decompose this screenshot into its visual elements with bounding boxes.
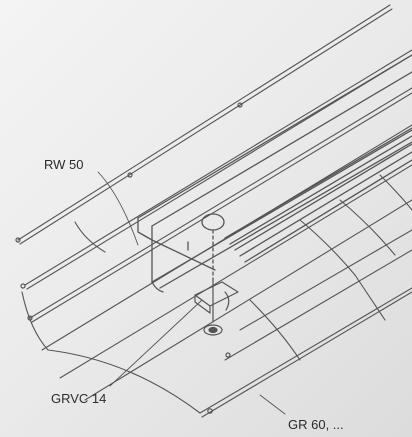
wire-9 (239, 229, 412, 331)
wire-7 (199, 287, 412, 414)
leader-grvc14 (109, 299, 203, 387)
channel-hole (201, 213, 225, 231)
channel-ridge-2 (229, 135, 412, 245)
channel-top-left (137, 54, 412, 219)
cross-wires (21, 174, 412, 414)
leader-rw50 (97, 171, 139, 246)
longitudinal-wires (17, 4, 412, 418)
channel-profile (137, 54, 412, 293)
clamp-plate (194, 281, 239, 307)
wire-1-inner (19, 8, 393, 245)
label-gr60: GR 60, ... (288, 417, 344, 432)
channel-edge (151, 281, 164, 293)
channel-ridge-3 (234, 143, 412, 251)
wire-5 (59, 164, 412, 379)
leader-gr60 (259, 394, 286, 415)
channel-ridge-4 (239, 151, 412, 257)
cross-wire-4 (339, 199, 396, 256)
cross-wire-2 (74, 221, 106, 253)
wire-2 (24, 49, 412, 286)
leader-lines (97, 171, 286, 415)
clamp-plate-side (194, 294, 211, 314)
wire-ends (15, 102, 243, 414)
channel-ridge-5 (244, 159, 412, 263)
label-grvc14: GRVC 14 (51, 391, 107, 406)
channel-bottom (151, 129, 412, 283)
clamp-washer (203, 324, 223, 336)
wire-3 (29, 87, 412, 319)
clamp-assembly (194, 279, 239, 336)
cross-wire-3b (354, 274, 386, 321)
channel-front (151, 239, 216, 271)
cross-wire-1 (21, 291, 49, 351)
clamp-nut (208, 326, 218, 334)
wire-1 (17, 4, 391, 241)
cross-wire-5 (379, 174, 412, 211)
wire-3-inner (31, 92, 412, 323)
channel-flange (137, 217, 153, 241)
wire-7-inner (201, 291, 412, 418)
clamp-hook (224, 291, 230, 311)
cross-wire-6 (249, 299, 301, 361)
wire-6 (84, 199, 412, 401)
wire-2-inner (26, 54, 412, 290)
cross-wire-1b (47, 349, 201, 414)
channel-ridge-1 (224, 127, 412, 239)
label-rw50: RW 50 (44, 157, 84, 172)
channel-top-right (151, 71, 412, 227)
wire-8 (224, 249, 412, 361)
